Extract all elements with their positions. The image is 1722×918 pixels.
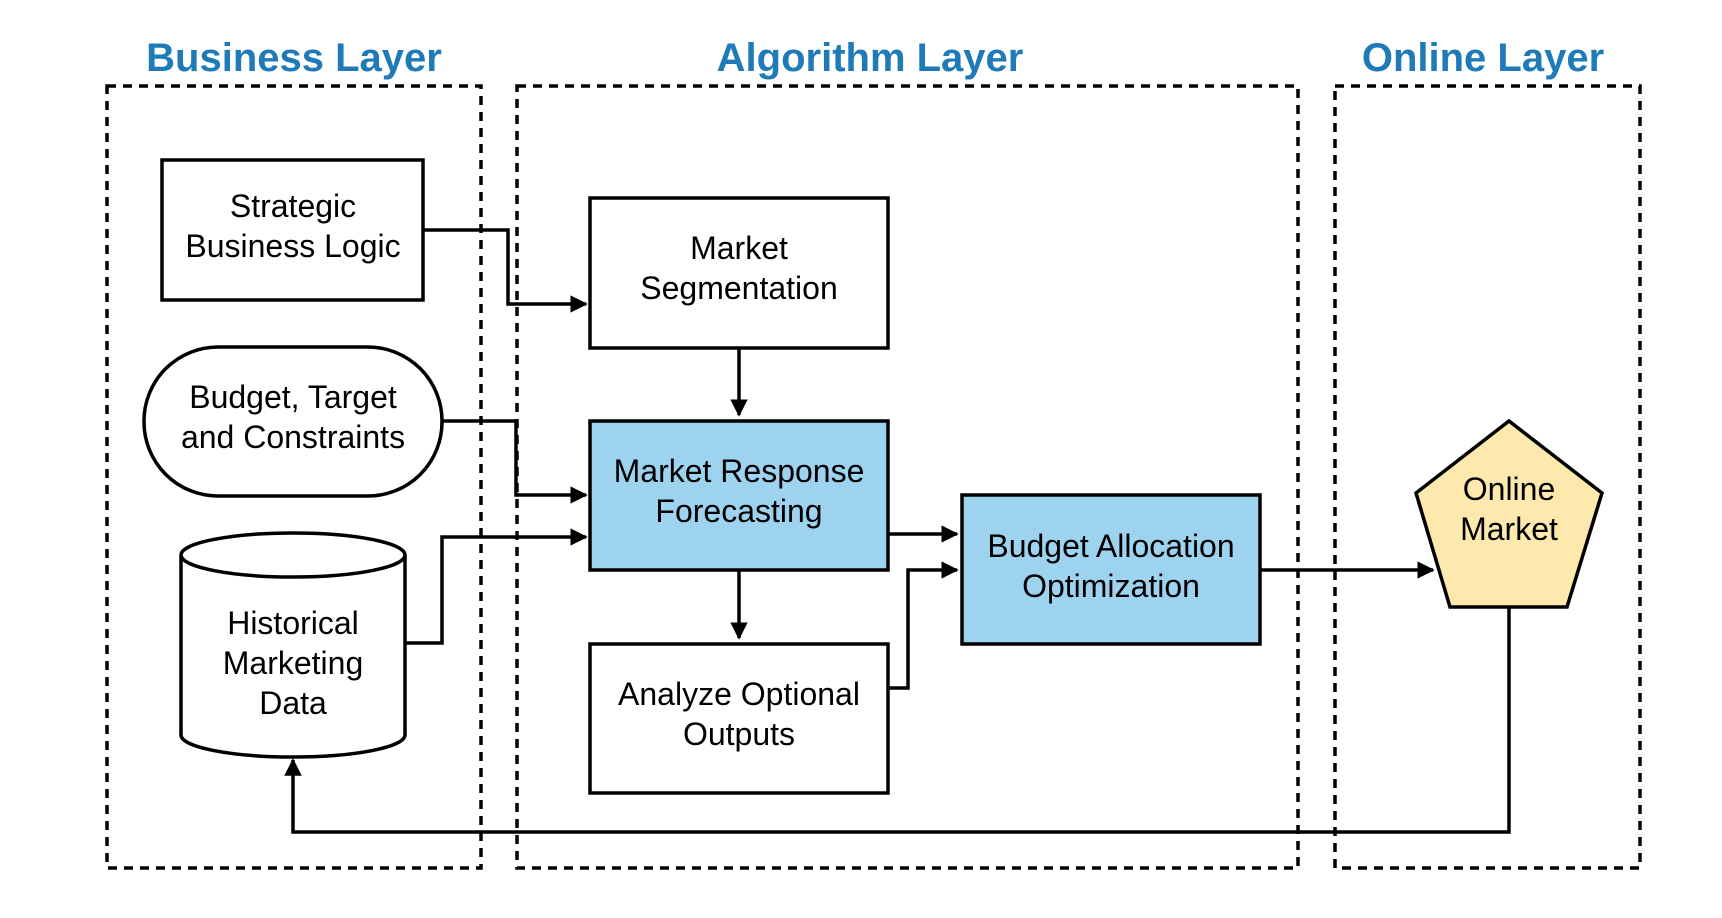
strategic-line-1: Strategic <box>230 188 356 224</box>
strategic-business-logic-box <box>160 158 425 302</box>
market-segmentation-box <box>588 196 890 350</box>
strategic-line-2: Business Logic <box>185 228 400 264</box>
algorithm-layer-container <box>515 84 1300 870</box>
forecasting-line-1: Market Response <box>614 453 865 489</box>
historical-line-3: Data <box>259 685 327 721</box>
edge-historical-to-forecasting <box>405 528 588 645</box>
optimization-line-2: Optimization <box>1022 568 1200 604</box>
market-response-forecasting-box <box>588 419 890 572</box>
edge-strategic-to-segmentation <box>423 228 588 313</box>
online-market-pentagon <box>1413 418 1605 609</box>
optimization-line-1: Budget Allocation <box>987 528 1234 564</box>
segmentation-line-1: Market <box>690 230 788 266</box>
business-layer-title: Business Layer <box>146 36 442 80</box>
historical-marketing-data-cylinder <box>179 531 407 759</box>
historical-line-2: Marketing <box>223 645 364 681</box>
edge-online-market-to-historical <box>284 607 1511 834</box>
algorithm-layer-title: Algorithm Layer <box>717 36 1024 80</box>
budget-allocation-optimization-box <box>960 493 1262 646</box>
budget-target-line-2: and Constraints <box>181 419 405 455</box>
historical-line-1: Historical <box>227 605 359 641</box>
analyze-line-2: Outputs <box>683 716 795 752</box>
edge-budget-to-forecasting <box>442 419 588 504</box>
online-market-line-1: Online <box>1463 471 1556 507</box>
online-layer-container <box>1333 84 1642 870</box>
forecasting-line-2: Forecasting <box>655 493 822 529</box>
analyze-line-1: Analyze Optional <box>618 676 860 712</box>
online-layer-title: Online Layer <box>1362 36 1604 80</box>
segmentation-line-2: Segmentation <box>640 270 837 306</box>
budget-target-line-1: Budget, Target <box>189 379 397 415</box>
budget-target-constraints-terminator <box>142 345 444 498</box>
analyze-optional-outputs-box <box>588 642 890 795</box>
edge-analyze-to-optimization <box>888 561 959 690</box>
online-market-line-2: Market <box>1460 511 1558 547</box>
business-layer-container <box>105 84 483 870</box>
